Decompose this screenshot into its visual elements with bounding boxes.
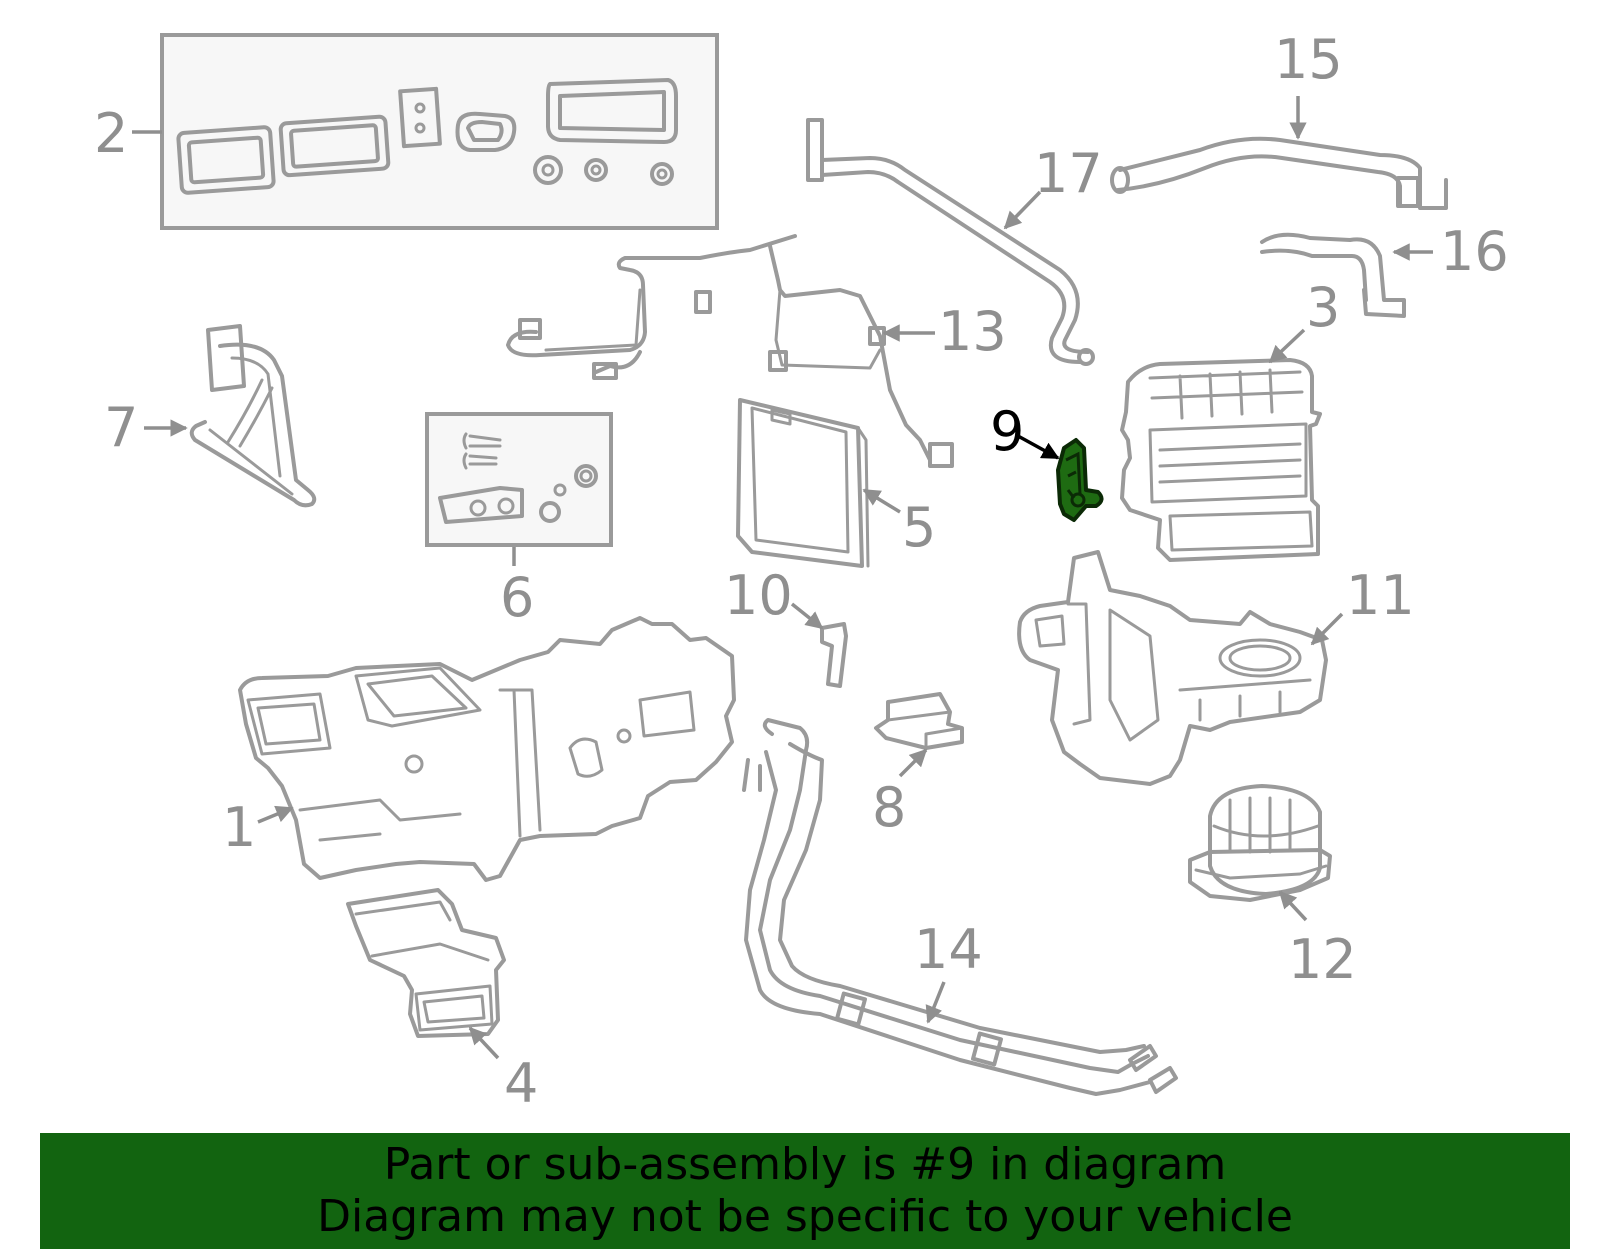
- part-13-wiring-harness[interactable]: [506, 234, 954, 468]
- callout-2: 2: [94, 102, 128, 165]
- callout-16: 16: [1440, 220, 1509, 283]
- info-banner: Part or sub-assembly is #9 in diagram Di…: [40, 1133, 1570, 1249]
- part-11-lower-housing[interactable]: [1017, 550, 1344, 786]
- part-10-clip[interactable]: [790, 602, 848, 688]
- part-5-evaporator[interactable]: [736, 398, 901, 568]
- part-16-hose[interactable]: [1260, 232, 1433, 318]
- callout-9: 9: [990, 400, 1024, 463]
- part-2-seal-kit[interactable]: [132, 33, 719, 230]
- callout-4: 4: [504, 1052, 538, 1115]
- part-3-blower-housing[interactable]: [1120, 328, 1322, 562]
- part-12-blower-motor[interactable]: [1188, 784, 1332, 922]
- callout-14: 14: [914, 918, 983, 981]
- callout-7: 7: [104, 396, 138, 459]
- callout-10: 10: [724, 564, 793, 627]
- banner-line-disclaimer: Diagram may not be specific to your vehi…: [317, 1191, 1293, 1242]
- callout-3: 3: [1306, 276, 1340, 339]
- part-7-bracket[interactable]: [144, 324, 317, 508]
- part-4-duct[interactable]: [346, 888, 506, 1060]
- part-15-hose[interactable]: [1110, 96, 1448, 210]
- part-9-actuator[interactable]: [1017, 434, 1104, 522]
- part-1-hvac-case[interactable]: [238, 616, 736, 882]
- part-6-hardware-kit[interactable]: [425, 412, 613, 566]
- callout-17: 17: [1034, 142, 1103, 205]
- callout-8: 8: [872, 776, 906, 839]
- banner-line-part: Part or sub-assembly is #9 in diagram: [383, 1139, 1227, 1190]
- callout-1: 1: [222, 796, 256, 859]
- callout-12: 12: [1288, 928, 1357, 991]
- part-14-lines[interactable]: [742, 718, 1178, 1096]
- callout-15: 15: [1274, 28, 1343, 91]
- callout-5: 5: [902, 496, 936, 559]
- callout-6: 6: [500, 566, 534, 629]
- callout-11: 11: [1346, 564, 1415, 627]
- callout-13: 13: [938, 300, 1007, 363]
- part-17-hose[interactable]: [806, 118, 1095, 366]
- part-8-resistor[interactable]: [874, 692, 964, 778]
